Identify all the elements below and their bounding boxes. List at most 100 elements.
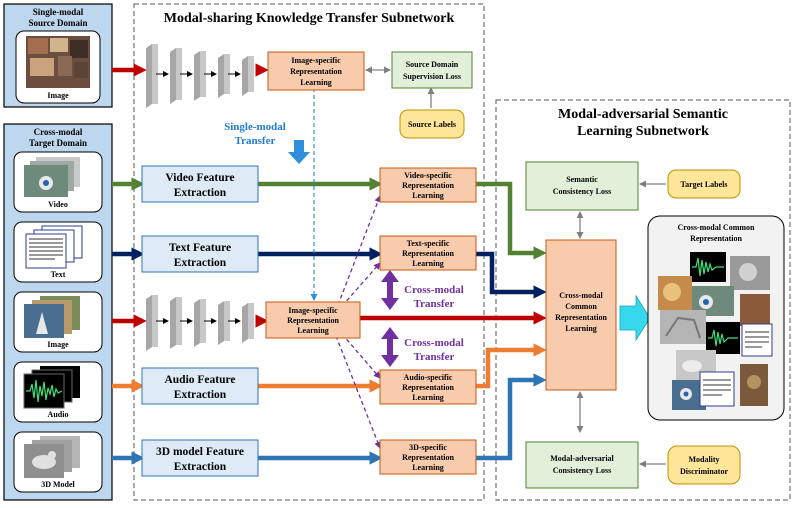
single-modal-title-1: Single-modal (33, 7, 84, 17)
model3d-specific-line-3: Learning (412, 463, 444, 472)
source-loss-line-1: Source Domain (406, 60, 459, 69)
cnn-layers-top (146, 44, 254, 108)
common-learning-line-1: Cross-modal (559, 291, 603, 300)
text-feature-box (141, 235, 259, 273)
single-modal-transfer-block-arrow (288, 140, 310, 164)
single-modal-transfer-label-1: Single-modal (224, 121, 286, 133)
image-specific-mid-line-1: Image-specific (288, 306, 338, 315)
model3d-label: 3D Model (41, 480, 75, 489)
cnn-small-arrows (156, 71, 241, 324)
source-labels-text: Source Labels (408, 120, 456, 129)
audio-specific-box (379, 369, 477, 405)
sharing-subnetwork-title: Modal-sharing Knowledge Transfer Subnetw… (164, 11, 455, 26)
image-thumbnail (24, 296, 80, 338)
image-specific-top-line-3: Learning (300, 78, 332, 87)
discriminator-box (667, 445, 741, 485)
audio-label: Audio (48, 410, 69, 419)
source-loss-line-2: Supervision Loss (403, 72, 461, 81)
target-labels-text: Target Labels (680, 180, 727, 189)
common-learning-line-3: Representation (555, 313, 607, 322)
cross-modal-title-2: Target Domain (29, 138, 87, 148)
discriminator-line-2: Discriminator (680, 467, 728, 476)
adversarial-loss-line-2: Consistency Loss (553, 466, 611, 475)
audio-specific-line-1: Audio-specific (404, 373, 453, 382)
video-specific-box (379, 167, 477, 203)
video-specific-line-1: Video-specific (404, 171, 452, 180)
audio-specific-line-3: Learning (412, 393, 444, 402)
common-representation-collage (658, 252, 773, 410)
model3d-thumbnail (24, 436, 80, 478)
text-thumbnail (25, 225, 83, 269)
text-specific-box (379, 235, 477, 271)
single-modal-title-2: Source Domain (28, 18, 87, 28)
adversarial-loss-box (525, 441, 639, 489)
common-learning-box (545, 239, 617, 391)
purple-link-video (337, 195, 382, 306)
audio-waveform-thumbnail (23, 366, 80, 409)
cross-modal-title-1: Cross-modal (34, 127, 83, 137)
audio-feature-line-2: Extraction (174, 389, 227, 401)
source-loss-box (391, 51, 473, 89)
model3d-specific-line-1: 3D-specific (409, 443, 447, 452)
adversarial-subnetwork-title-2: Learning Subnetwork (577, 124, 709, 139)
text-specific-line-3: Learning (412, 259, 444, 268)
model3d-feature-line-2: Extraction (174, 461, 227, 473)
adversarial-subnetwork-title-1: Modal-adversarial Semantic (558, 107, 728, 122)
common-representation-title-2: Representation (690, 234, 742, 243)
image-specific-mid-line-2: Representation (287, 316, 339, 325)
text-label: Text (51, 270, 66, 279)
adversarial-loss-line-1: Modal-adversarial (550, 454, 614, 463)
cross-modal-transfer-label-2a: Cross-modal (404, 337, 464, 349)
audio-specific-line-2: Representation (402, 383, 454, 392)
video-feature-line-1: Video Feature (165, 172, 234, 184)
target-labels-box (667, 169, 741, 199)
image-specific-mid-box (265, 301, 361, 339)
cross-modal-transfer-label-2b: Transfer (414, 351, 455, 363)
single-modal-image-label: Image (47, 91, 69, 100)
video-label: Video (48, 200, 68, 209)
video-specific-line-2: Representation (402, 181, 454, 190)
cross-modal-transfer-label-1b: Transfer (414, 298, 455, 310)
model3d-feature-box (141, 439, 259, 477)
common-representation-title-1: Cross-modal Common (678, 223, 756, 232)
image-specific-mid-line-3: Learning (297, 326, 329, 335)
video-feature-box (141, 165, 259, 203)
common-output-arrow (619, 294, 651, 342)
image-specific-top-line-2: Representation (290, 67, 342, 76)
semantic-loss-line-1: Semantic (566, 175, 598, 184)
audio-feature-box (141, 367, 259, 405)
cnn-layers-middle (146, 295, 254, 351)
cross-modal-transfer-label-1a: Cross-modal (404, 284, 464, 296)
semantic-loss-line-2: Consistency Loss (553, 187, 611, 196)
image-specific-top-box (267, 51, 365, 91)
video-thumbnail (24, 157, 80, 197)
discriminator-line-1: Modality (688, 455, 719, 464)
common-learning-line-4: Learning (565, 324, 597, 333)
adversarial-subnetwork-frame (495, 99, 791, 501)
purple-link-text (341, 262, 381, 307)
model3d-specific-line-2: Representation (402, 453, 454, 462)
single-modal-transfer-label-2: Transfer (235, 135, 276, 147)
purple-link-model3d (335, 335, 382, 449)
image-specific-top-line-1: Image-specific (291, 56, 341, 65)
video-feature-line-2: Extraction (174, 187, 227, 199)
cross-modal-transfer-double-arrows (381, 270, 399, 367)
model3d-specific-box (379, 439, 477, 475)
text-specific-line-2: Representation (402, 249, 454, 258)
video-specific-line-3: Learning (412, 191, 444, 200)
text-specific-line-1: Text-specific (407, 239, 450, 248)
text-feature-line-1: Text Feature (169, 242, 231, 254)
model3d-feature-line-1: 3D model Feature (156, 446, 244, 458)
source-labels-box (399, 109, 465, 139)
arrow-text-to-common (476, 251, 547, 299)
semantic-loss-box (525, 161, 639, 211)
arrow-audio-to-common (476, 343, 547, 389)
common-learning-line-2: Common (565, 302, 597, 311)
text-feature-line-2: Extraction (174, 257, 227, 269)
arrow-video-to-common (476, 181, 547, 260)
audio-feature-line-1: Audio Feature (164, 374, 235, 386)
purple-link-audio (341, 333, 381, 379)
single-modal-image-thumbnail (26, 36, 90, 88)
image-label: Image (47, 340, 69, 349)
